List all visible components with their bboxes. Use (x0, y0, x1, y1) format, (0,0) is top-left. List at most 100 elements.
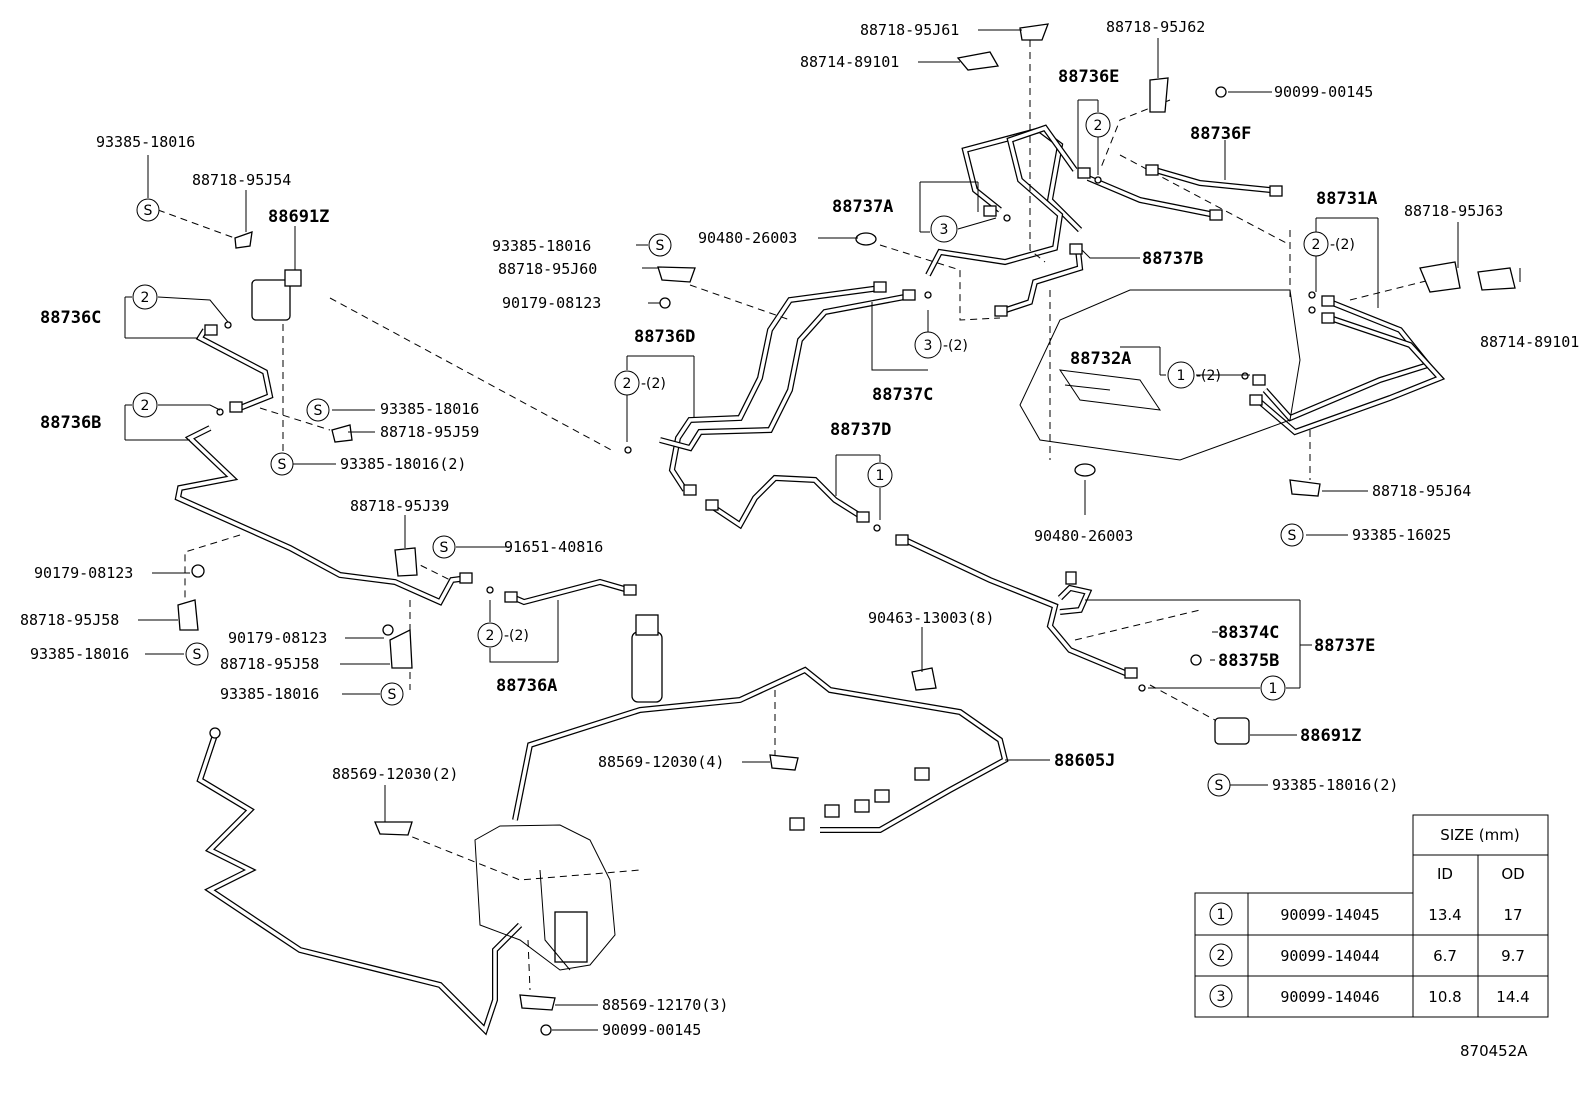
callout-label: 93385-18016 (380, 400, 479, 418)
size-row-od: 17 (1503, 906, 1522, 924)
size-row-part: 90099-14045 (1280, 906, 1379, 924)
callout-label: 88736C (40, 308, 101, 328)
ring-2-symbol (477, 622, 503, 648)
s-symbol (136, 198, 160, 222)
size-row-id: 13.4 (1428, 906, 1461, 924)
ring-1-symbol (1260, 675, 1286, 701)
s-symbol (1280, 523, 1304, 547)
callout-label: 88737C (872, 385, 933, 405)
callout-label: 91651-40816 (504, 538, 603, 556)
callout-label: 88375B (1218, 651, 1279, 671)
svg-text:-(2): -(2) (641, 376, 666, 392)
callout-label: 93385-18016 (96, 133, 195, 151)
callout-label: 88718-95J39 (350, 497, 449, 515)
svg-text:1: 1 (1177, 368, 1186, 384)
s-symbol (648, 233, 672, 257)
s-symbol (306, 398, 330, 422)
ring-1-symbol (1167, 361, 1195, 389)
callout-label: 88718-95J58 (20, 611, 119, 629)
callout-label: 88718-95J62 (1106, 18, 1205, 36)
size-row-id: 10.8 (1428, 988, 1461, 1006)
callout-label: 90480-26003 (1034, 527, 1133, 545)
callout-label: 93385-18016(2) (340, 455, 466, 473)
callout-label: 90463-13003(8) (868, 609, 994, 627)
svg-text:-(2): -(2) (1330, 237, 1355, 253)
callout-label: 88605J (1054, 751, 1115, 771)
svg-text:1: 1 (876, 468, 885, 484)
ring-3-symbol (930, 215, 958, 243)
size-table-col-id: ID (1437, 865, 1453, 883)
callout-label: 88737D (830, 420, 891, 440)
svg-text:S: S (314, 403, 323, 419)
size-row-id: 6.7 (1433, 947, 1457, 965)
pipe-lines (174, 124, 1446, 1036)
callout-label: 88569-12030(4) (598, 753, 724, 771)
callout-label: 88714-89101 (800, 53, 899, 71)
svg-text:S: S (193, 647, 202, 663)
ring-2-symbol (1085, 112, 1111, 138)
receiver-dryer (631, 614, 663, 703)
size-row-part: 90099-14046 (1280, 988, 1379, 1006)
callout-label: 88737B (1142, 249, 1203, 269)
diagram-id: 870452A (1460, 1042, 1528, 1060)
callout-label: 90179-08123 (502, 294, 601, 312)
callout-label: 93385-18016 (220, 685, 319, 703)
callout-label: 93385-18016(2) (1272, 776, 1398, 794)
ring-2-symbol (614, 370, 640, 396)
s-symbol (270, 452, 294, 476)
washer-tank (474, 824, 616, 971)
svg-text:S: S (1288, 528, 1297, 544)
symbols: S 2 2 S S S S S 2 -(2) S 2 -(2) 3 3 -(2)… (132, 112, 1355, 797)
svg-text:2: 2 (623, 376, 632, 392)
svg-text:S: S (656, 238, 665, 254)
ring-2-symbol (1303, 231, 1329, 257)
engine-outline (1019, 289, 1301, 461)
callout-label: 88718-95J63 (1404, 202, 1503, 220)
svg-text:3: 3 (924, 338, 933, 354)
callout-label: 88569-12030(2) (332, 765, 458, 783)
callout-label: 88736B (40, 413, 101, 433)
callout-label: 88714-89101 (1480, 333, 1579, 351)
svg-text:1: 1 (1217, 907, 1226, 923)
svg-text:3: 3 (1217, 989, 1226, 1005)
callout-label: 88718-95J60 (498, 260, 597, 278)
callout-label: 88718-95J59 (380, 423, 479, 441)
size-row-od: 14.4 (1496, 988, 1529, 1006)
size-row-part: 90099-14044 (1280, 947, 1379, 965)
svg-text:1: 1 (1269, 681, 1278, 697)
callout-label: 88736A (496, 676, 557, 696)
s-symbol (1207, 773, 1231, 797)
svg-text:2: 2 (1094, 118, 1103, 134)
callout-label: 88718-95J61 (860, 21, 959, 39)
callout-label: 88569-12170(3) (602, 996, 728, 1014)
size-table-title: SIZE (mm) (1440, 826, 1519, 844)
ring-1-symbol (867, 462, 893, 488)
callout-label: 90179-08123 (228, 629, 327, 647)
svg-text:-(2): -(2) (1196, 368, 1221, 384)
callout-label: 90179-08123 (34, 564, 133, 582)
callout-label: 88736D (634, 327, 695, 347)
callout-label: 93385-16025 (1352, 526, 1451, 544)
callout-label: 88736F (1190, 124, 1251, 144)
svg-text:S: S (1215, 778, 1224, 794)
leader-lines (124, 29, 1521, 1031)
size-row-od: 9.7 (1501, 947, 1525, 965)
callout-label: 90099-00145 (1274, 83, 1373, 101)
ring-3-symbol (914, 331, 942, 359)
svg-text:2: 2 (486, 628, 495, 644)
small-parts (177, 23, 1516, 1036)
svg-text:3: 3 (940, 222, 949, 238)
size-table: SIZE (mm) ID OD 1 90099-14045 13.4 17 2 … (1194, 814, 1549, 1018)
callout-label: 88691Z (268, 207, 329, 227)
s-symbol (185, 642, 209, 666)
callout-label: 88718-95J64 (1372, 482, 1471, 500)
callout-label: 88718-95J54 (192, 171, 291, 189)
callout-label: 93385-18016 (30, 645, 129, 663)
svg-text:S: S (388, 687, 397, 703)
callout-label: 88731A (1316, 189, 1377, 209)
svg-text:S: S (278, 457, 287, 473)
svg-text:2: 2 (141, 290, 150, 306)
callout-label: 88737A (832, 197, 893, 217)
callout-label: 93385-18016 (492, 237, 591, 255)
